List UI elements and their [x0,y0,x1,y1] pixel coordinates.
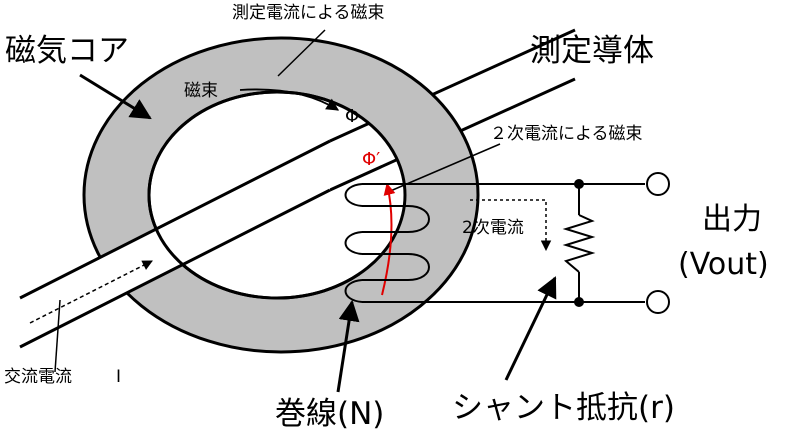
secondary-current-label: 2次電流 [462,218,524,238]
output-terminal-top [646,172,670,196]
flux-arrow [239,88,340,111]
winding-label: 巻線(N) [275,396,385,432]
output-label: 出力 [702,202,762,237]
flux-from-measured-current-label: 測定電流による磁束 [232,3,385,23]
ac-current-leader [54,299,61,373]
winding-label-arrow [336,299,360,393]
winding-coil [344,183,430,303]
current-symbol-label: I [116,367,122,387]
junction-bottom [574,297,584,307]
junction-top [574,179,584,189]
flux-from-current-leader [277,29,326,77]
measured-conductor-front [19,139,331,349]
shunt-resistor-label: シャント抵抗(r) [452,390,675,426]
secondary-current-arrow [470,199,552,252]
magnetic-core-label: 磁気コア [5,33,129,69]
phi-symbol: Φ [345,106,360,127]
ac-current-arrow [29,260,153,324]
shunt-label-arrow [504,276,557,381]
ac-current-label: 交流電流 [4,367,72,387]
flux-from-secondary-current-label: ２次電流による磁束 [490,124,643,144]
core-label-arrow [79,73,152,120]
secondary-flux-arrow [381,182,396,296]
phi-prime-symbol: Φ′ [362,149,381,170]
output-terminal-bottom [646,290,670,314]
vout-label: (Vout) [678,247,769,282]
flux-label: 磁束 [184,81,218,101]
shunt-resistor-symbol [562,214,596,273]
measured-conductor-label: 測定導体 [530,33,654,69]
